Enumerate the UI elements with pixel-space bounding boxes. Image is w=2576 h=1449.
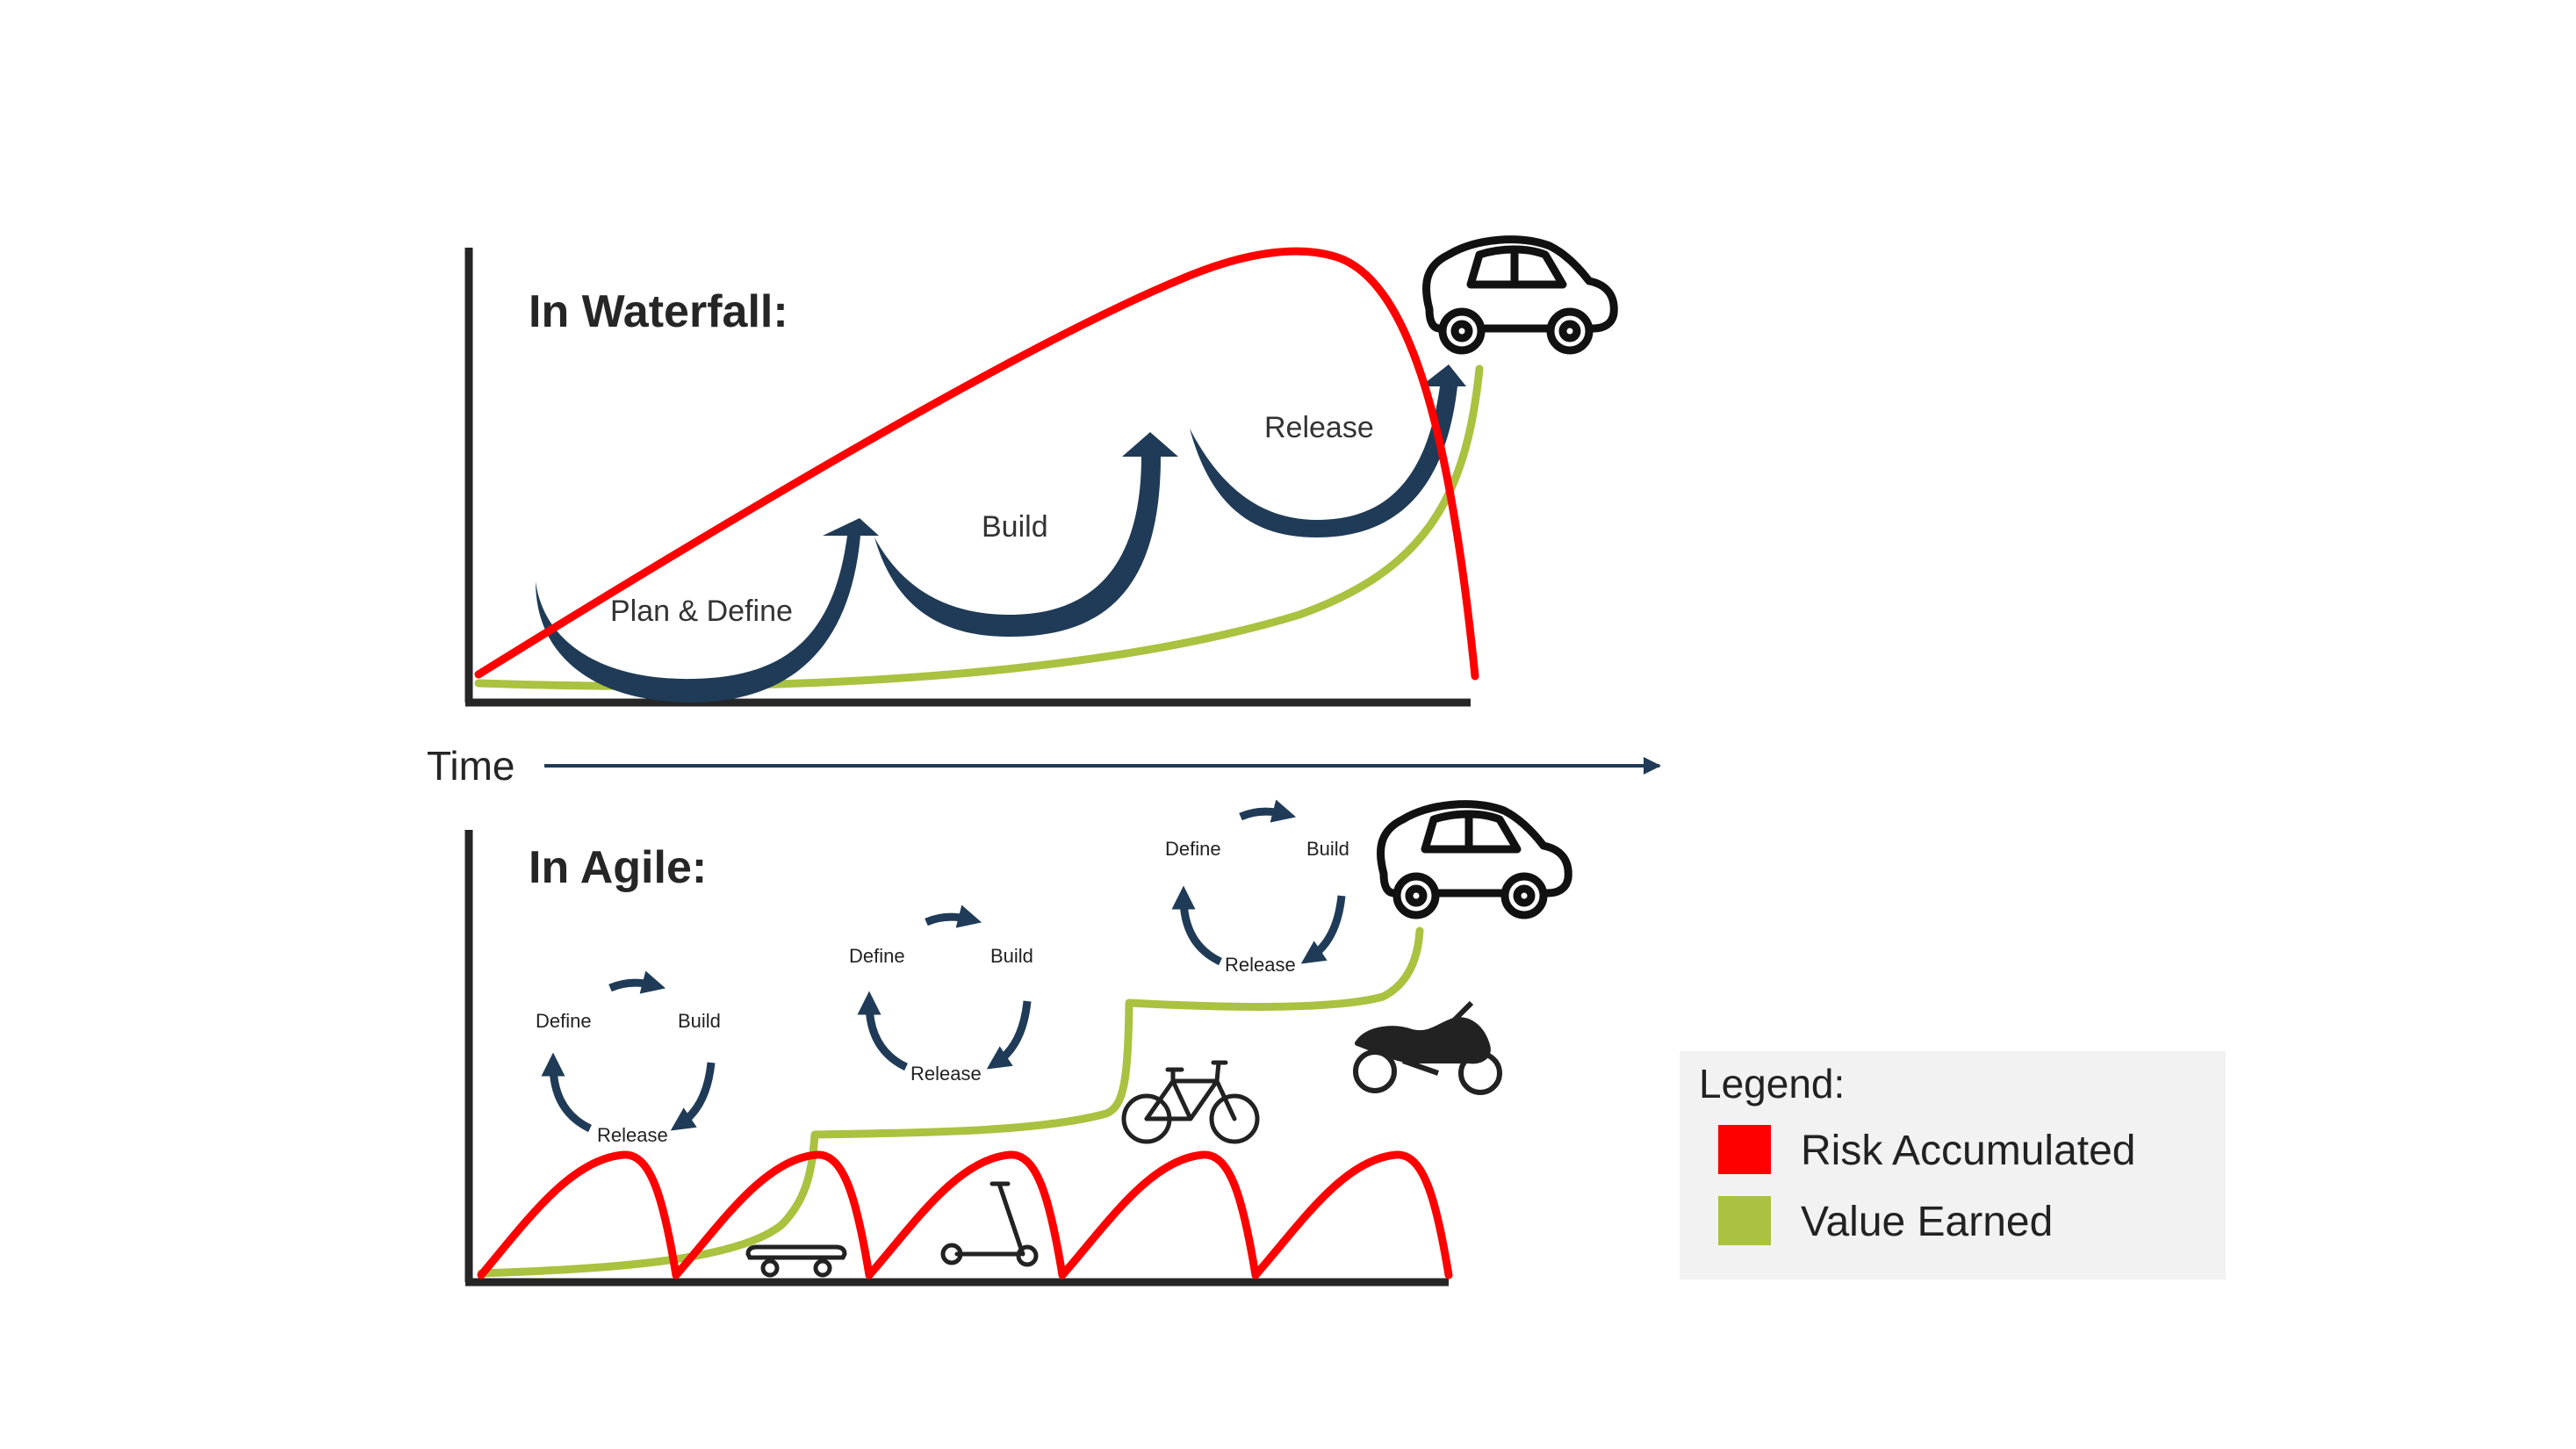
phase-arrow-release	[1190, 364, 1466, 537]
waterfall-risk-curve	[474, 247, 1479, 681]
legend-label-risk: Risk Accumulated	[1801, 1128, 2136, 1174]
agile-risk-curve	[477, 1150, 1453, 1280]
car-icon	[1377, 800, 1572, 919]
legend-swatch-risk	[1718, 1125, 1771, 1174]
waterfall-panel: In Waterfall: Plan & Define Build Releas…	[464, 235, 1618, 707]
cycle-arrow	[1239, 799, 1297, 823]
cycle-release-label: Release	[910, 1063, 982, 1085]
cycle-arrow	[670, 1062, 716, 1131]
cycle-arrow	[608, 970, 666, 994]
phase-arrow-plan-define	[536, 518, 879, 703]
legend-title: Legend:	[1699, 1061, 1846, 1107]
cycle-arrow	[925, 905, 982, 928]
waterfall-phase-label: Plan & Define	[610, 595, 793, 628]
agile-cycle: Define Build Release	[849, 905, 1033, 1085]
time-axis: Time	[427, 743, 1661, 789]
cycle-build-label: Build	[1306, 838, 1349, 860]
cycle-define-label: Define	[1165, 838, 1221, 860]
legend-label-value: Value Earned	[1801, 1199, 2054, 1245]
cycle-release-label: Release	[597, 1124, 668, 1146]
cycle-build-label: Build	[678, 1010, 721, 1032]
legend: Legend: Risk Accumulated Value Earned	[1680, 1051, 2226, 1280]
waterfall-phase-label: Build	[982, 510, 1048, 544]
cycle-arrow	[1300, 895, 1346, 964]
waterfall-phase-label: Release	[1264, 411, 1374, 444]
cycle-arrow	[857, 991, 909, 1071]
time-label: Time	[427, 743, 515, 789]
car-icon	[1422, 235, 1618, 355]
cycle-define-label: Define	[536, 1010, 592, 1032]
motorcycle-icon	[1353, 1000, 1502, 1095]
agile-panel: In Agile: Define Build Release Define Bu…	[464, 799, 1572, 1287]
agile-title: In Agile:	[529, 842, 707, 893]
agile-cycle: Define Build Release	[1165, 799, 1349, 976]
cycle-arrow	[986, 1000, 1032, 1070]
cycle-arrow	[541, 1052, 593, 1133]
agile-value-curve	[477, 926, 1424, 1278]
scooter-icon	[940, 1181, 1039, 1267]
bicycle-icon	[1121, 1060, 1260, 1144]
cycle-arrow	[1171, 885, 1223, 966]
cycle-release-label: Release	[1225, 954, 1296, 976]
cycle-build-label: Build	[990, 945, 1033, 967]
legend-swatch-value	[1718, 1196, 1771, 1245]
waterfall-title: In Waterfall:	[529, 286, 788, 337]
skateboard-icon	[745, 1244, 847, 1278]
phase-arrow-build	[874, 432, 1178, 637]
cycle-define-label: Define	[849, 945, 905, 967]
agile-cycle: Define Build Release	[536, 970, 721, 1146]
